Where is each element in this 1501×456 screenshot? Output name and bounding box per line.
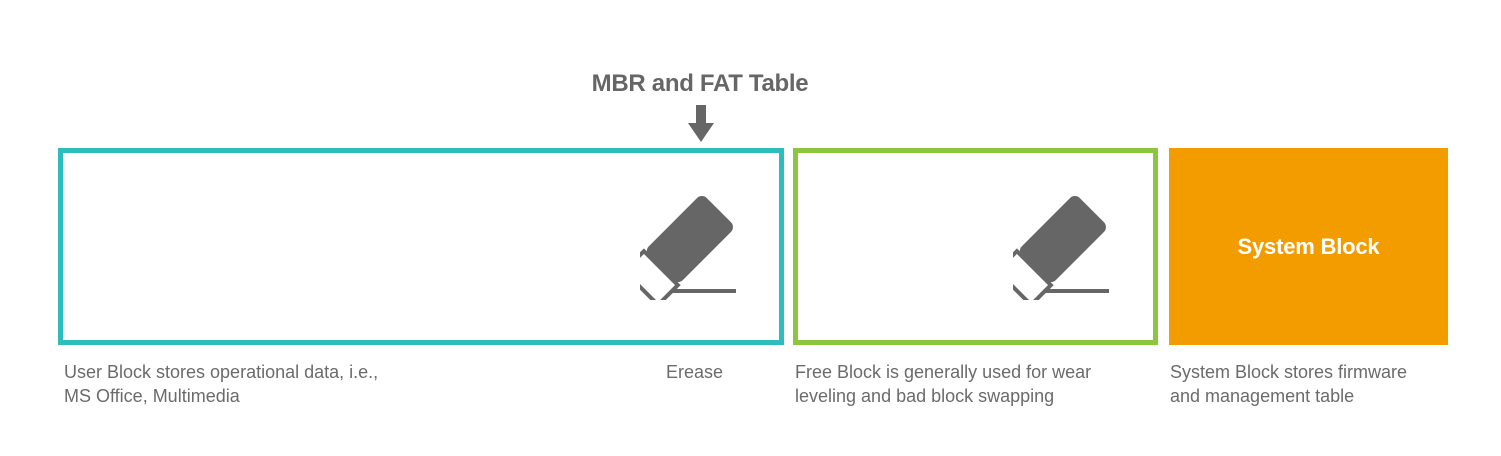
eraser-icon xyxy=(1013,196,1109,300)
system-block: System Block xyxy=(1169,148,1448,345)
free-block-caption: Free Block is generally used for wear le… xyxy=(795,362,1092,406)
user-block-caption: User Block stores operational data, i.e.… xyxy=(64,362,379,406)
erase-label: Erease xyxy=(666,362,724,382)
free-block xyxy=(793,148,1158,345)
system-block-caption: System Block stores firmware and managem… xyxy=(1170,362,1408,406)
user-block xyxy=(58,148,784,345)
eraser-icon xyxy=(640,196,736,300)
arrow-down-icon xyxy=(688,105,714,142)
system-block-label: System Block xyxy=(1237,233,1380,259)
diagram-title: MBR and FAT Table xyxy=(591,70,809,97)
